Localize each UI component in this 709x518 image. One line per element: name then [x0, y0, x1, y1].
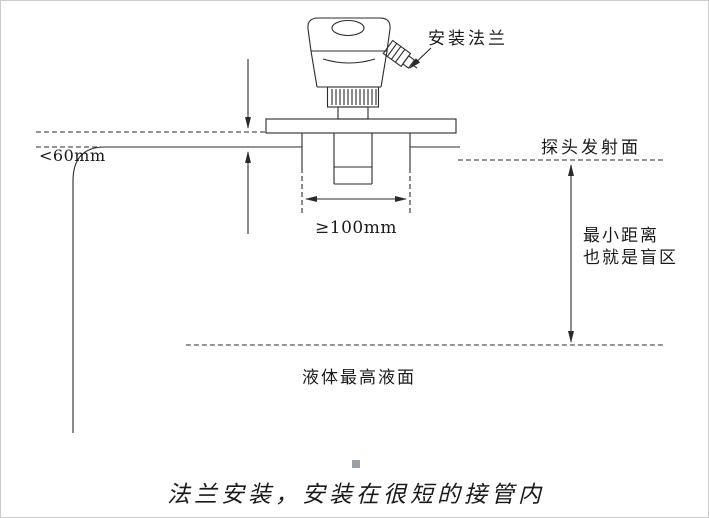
tank-outline	[72, 146, 460, 433]
dimension-arrows	[244, 47, 575, 344]
caption-text: 法兰安装，安装在很短的接管内	[167, 482, 545, 508]
tank-roof-left	[72, 146, 302, 433]
max-liquid-level-label: 液体最高液面	[302, 368, 416, 388]
pipe-dimension-label: ≥100mm	[315, 218, 397, 238]
sensor-cap	[307, 17, 391, 52]
probe-surface-label: 探头发射面	[541, 138, 641, 158]
sensor-cap-top-icon	[331, 19, 365, 37]
mounting-flange-drawing	[265, 118, 457, 134]
sensor-body	[310, 50, 388, 88]
blind-zone-label-line2: 也就是盲区	[583, 248, 678, 268]
reference-lines	[36, 131, 664, 346]
flange-leader-line	[409, 47, 432, 69]
mounting-flange-label: 安装法兰	[428, 29, 508, 49]
nozzle-walls	[301, 133, 411, 168]
sensor-neck	[337, 106, 369, 120]
threaded-collar	[326, 86, 380, 108]
thread-lines	[331, 89, 377, 105]
sensor-device-drawing	[307, 17, 418, 120]
blind-zone-label-line1: 最小距离	[583, 226, 659, 246]
gap-dimension-label: <60mm	[39, 146, 106, 165]
cable-gland	[382, 39, 418, 69]
antenna-tube	[333, 133, 373, 185]
caption-marker-square	[352, 460, 360, 468]
